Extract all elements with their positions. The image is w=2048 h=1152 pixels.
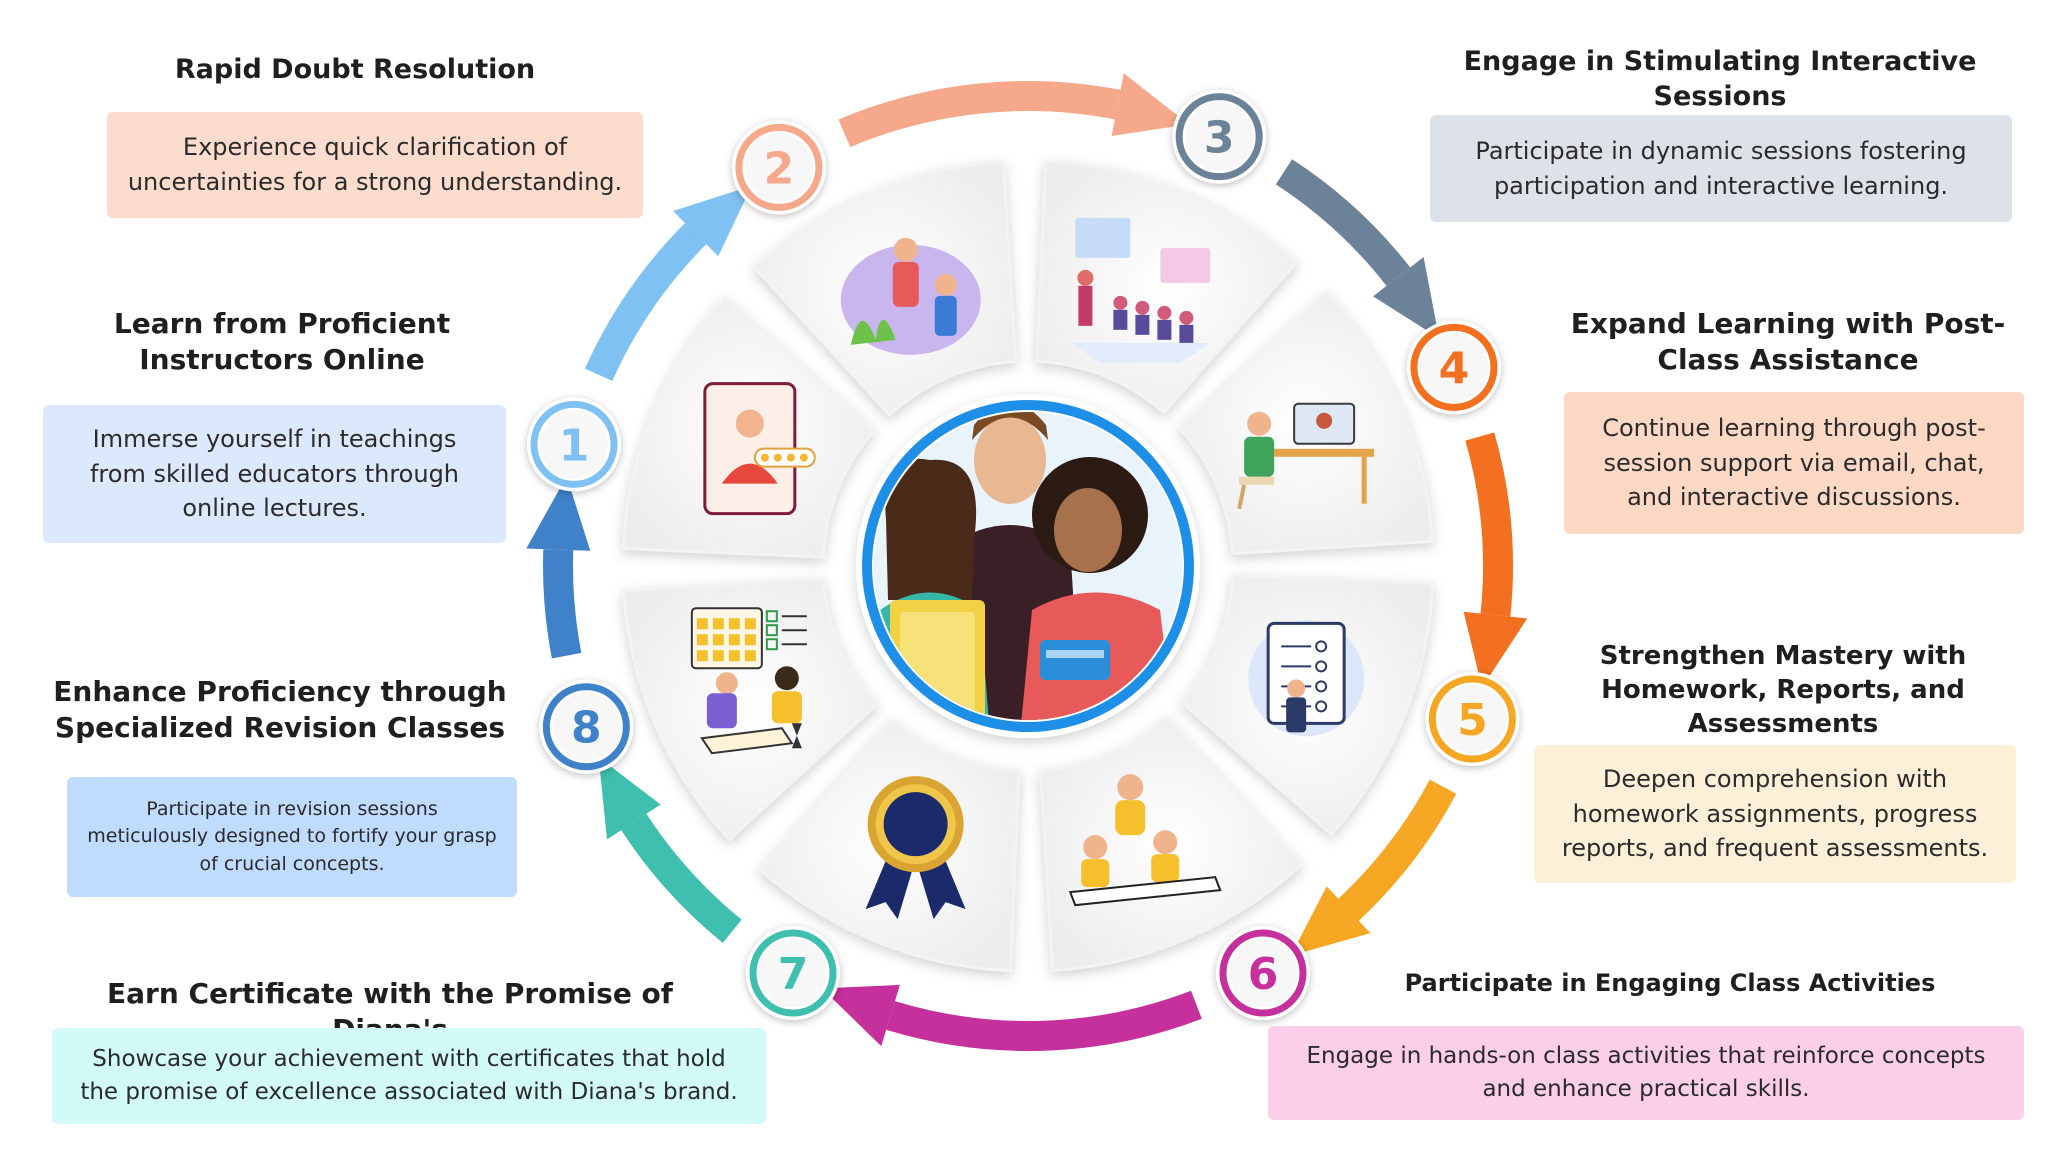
segment-5 [1180,573,1435,836]
step-5-badge: 5 [1425,672,1520,767]
segment-2 [752,160,1017,417]
segment-wheel [621,159,1435,973]
step-6-badge: 6 [1216,926,1310,1021]
step-7-number: 7 [778,949,809,1000]
arrow-3 [1275,159,1440,339]
step-1-desc: Immerse yourself in teachings from skill… [89,424,460,523]
segment-4-illustration [1237,402,1375,510]
step-4-desc-box: Continue learning through post-session s… [1564,392,2024,534]
step-6-desc: Engage in hands-on class activities that… [1306,1042,1986,1102]
step-8-desc-box: Participate in revision sessions meticul… [67,777,517,897]
step-8-title: Enhance Proficiency through Specialized … [53,675,507,745]
step-6-title: Participate in Engaging Class Activities [1404,969,1936,997]
segment-8-illustration [690,607,807,755]
step-1-desc-box: Immerse yourself in teachings from skill… [43,405,506,543]
segment-1-illustration [703,382,816,516]
arrow-4 [1463,432,1528,688]
center-photo [856,394,1200,738]
step-6-number: 6 [1248,949,1279,1000]
number-badges: 1 2 3 4 5 6 7 8 [527,89,1520,1021]
segment-8 [622,577,879,842]
segment-1 [621,296,876,559]
step-1-number: 1 [559,420,590,471]
arrow-5 [1290,779,1457,956]
arrow-6 [821,984,1202,1051]
step-2-badge: 2 [731,120,826,215]
step-2-title: Rapid Doubt Resolution [174,54,536,85]
students-photo [874,412,1182,720]
step-3-desc-box: Participate in dynamic sessions fosterin… [1430,115,2012,222]
step-2-desc-box: Experience quick clarification of uncert… [107,112,643,218]
segment-7-illustration [865,776,966,920]
segment-4 [1177,290,1434,555]
step-4-title: Expand Learning with Post-Class Assistan… [1570,307,2006,377]
step-8-badge: 8 [539,679,634,774]
step-7-desc-box: Showcase your achievement with certifica… [52,1028,766,1124]
arrow-1 [584,185,752,382]
step-4-badge: 4 [1406,320,1501,415]
step-2-number: 2 [764,143,795,194]
segment-3 [1035,159,1298,414]
step-3-number: 3 [1204,113,1235,164]
arrow-2 [838,73,1189,148]
arrow-ring [526,73,1528,1051]
step-7-desc: Showcase your achievement with certifica… [80,1045,738,1105]
step-3-title: Engage in Stimulating Interactive Sessio… [1463,46,1977,113]
segment-3-illustration [1070,217,1211,363]
step-4-number: 4 [1439,343,1470,394]
step-1-badge: 1 [527,397,622,492]
step-3-badge: 3 [1172,89,1267,184]
segment-2-illustration [840,237,981,355]
step-4-desc: Continue learning through post-session s… [1602,413,1986,512]
step-7-title: Earn Certificate with the Promise of Dia… [107,977,673,1046]
step-6-desc-box: Engage in hands-on class activities that… [1268,1026,2024,1120]
segment-6 [1039,715,1304,972]
arrow-7 [598,757,742,943]
segment-7 [758,718,1021,973]
arrow-8 [526,476,591,659]
step-3-desc: Participate in dynamic sessions fosterin… [1475,136,1967,200]
step-5-number: 5 [1457,695,1488,746]
step-8-desc: Participate in revision sessions meticul… [87,797,497,875]
step-5-desc: Deepen comprehension with homework assig… [1561,764,1989,863]
step-8-number: 8 [571,703,602,754]
segment-5-illustration [1248,620,1365,737]
step-2-desc: Experience quick clarification of uncert… [127,133,623,196]
step-5-desc-box: Deepen comprehension with homework assig… [1534,745,2016,883]
step-5-title: Strengthen Mastery with Homework, Report… [1599,641,1967,739]
segment-6-illustration [1068,774,1222,907]
step-1-title: Learn from Proficient Instructors Online [113,307,451,377]
step-7-badge: 7 [746,926,840,1021]
